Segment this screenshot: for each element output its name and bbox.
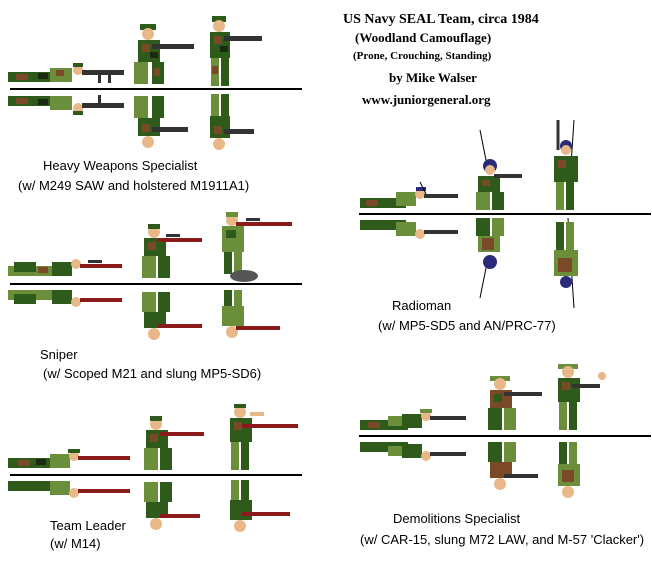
team-leader-crouching-mirror — [144, 482, 200, 530]
radioman-crouching-figure — [476, 130, 522, 210]
team-leader-standing-figure — [230, 404, 298, 470]
sniper-standing-mirror — [222, 290, 280, 338]
radioman-prone-mirror — [360, 220, 458, 239]
demolitions-standing-mirror — [558, 442, 580, 498]
fold-line-radioman — [359, 213, 651, 215]
sniper-crouching-mirror — [142, 292, 202, 340]
fold-line-demolitions — [359, 435, 651, 437]
radioman-equipment: (w/ MP5-SD5 and AN/PRC-77) — [378, 318, 556, 333]
page-title: US Navy SEAL Team, circa 1984 — [343, 12, 539, 27]
demolitions-prone-mirror — [360, 442, 466, 461]
radioman-standing-figure — [554, 120, 578, 211]
sniper-crouching-figure — [142, 224, 202, 278]
demolitions-equipment: (w/ CAR-15, slung M72 LAW, and M-57 'Cla… — [360, 532, 645, 547]
heavy-weapons-prone-figure — [8, 63, 124, 83]
team-leader-equipment: (w/ M14) — [50, 536, 101, 551]
heavy-weapons-standing-figure — [210, 16, 262, 86]
demolitions-crouching-figure — [488, 376, 542, 430]
radioman-standing-mirror — [554, 217, 578, 308]
fold-line-team-leader — [10, 474, 302, 476]
heavy-weapons-prone-mirror — [8, 95, 124, 115]
camo-subtitle: (Woodland Camouflage) — [355, 30, 492, 45]
website-link[interactable]: www.juniorgeneral.org — [362, 92, 491, 107]
team-leader-crouching-figure — [144, 416, 204, 470]
demolitions-name: Demolitions Specialist — [393, 511, 521, 526]
team-leader-standing-mirror — [230, 480, 290, 532]
demolitions-prone-figure — [360, 409, 466, 430]
author-credit: by Mike Walser — [389, 70, 477, 85]
radioman-crouching-mirror — [476, 218, 504, 298]
team-leader-name: Team Leader — [50, 518, 126, 533]
heavy-weapons-crouching-mirror — [134, 96, 188, 148]
radioman-prone-figure — [360, 181, 458, 208]
heavy-weapons-name: Heavy Weapons Specialist — [43, 158, 198, 173]
radioman-name: Radioman — [392, 298, 452, 313]
heavy-weapons-standing-mirror — [210, 94, 254, 150]
sniper-prone-mirror — [8, 290, 122, 307]
demolitions-crouching-mirror — [488, 442, 538, 490]
heavy-weapons-equipment: (w/ M249 SAW and holstered M1911A1) — [18, 178, 250, 193]
demolitions-standing-figure — [558, 364, 606, 430]
fold-line-sniper — [10, 283, 302, 285]
heavy-weapons-crouching-figure — [134, 24, 194, 84]
poses-subtitle: (Prone, Crouching, Standing) — [353, 50, 492, 62]
sniper-standing-figure — [222, 212, 292, 282]
sniper-name: Sniper — [40, 347, 78, 362]
team-leader-prone-figure — [8, 449, 130, 468]
sniper-prone-figure — [8, 259, 122, 276]
team-leader-prone-mirror — [8, 481, 130, 498]
fold-line-heavy-weapons — [10, 88, 302, 90]
sniper-equipment: (w/ Scoped M21 and slung MP5-SD6) — [43, 366, 262, 381]
